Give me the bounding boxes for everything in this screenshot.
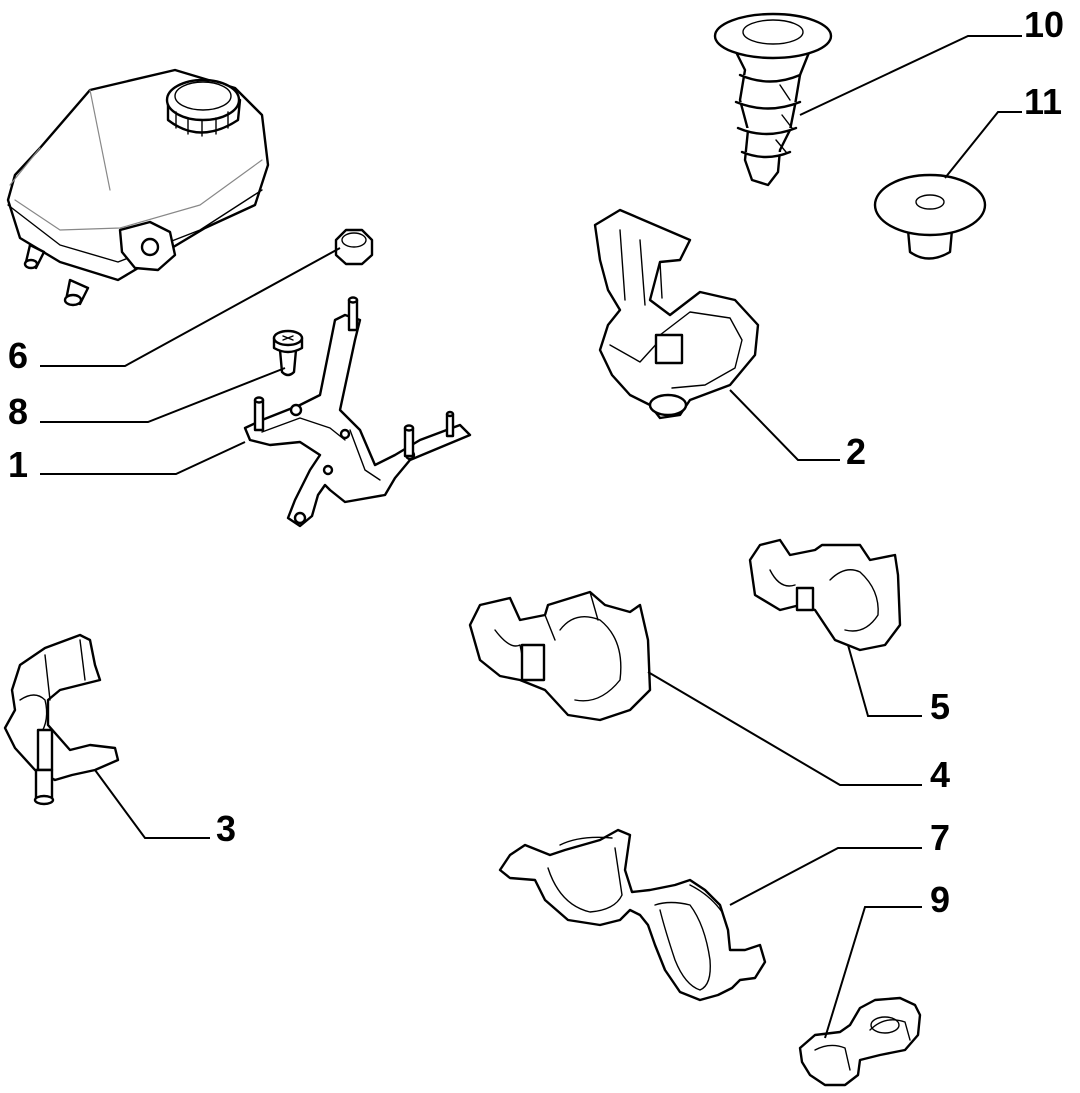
double-hose-clip-small — [748, 538, 902, 652]
leader-line-4 — [647, 671, 922, 786]
leader-lines — [40, 35, 1022, 1039]
leader-line-6 — [40, 247, 341, 367]
leader-line-9 — [824, 906, 922, 1039]
hose-clip-large — [593, 208, 760, 420]
callout-7: 7 — [930, 817, 950, 858]
dual-loop-hose-clip — [498, 828, 767, 1002]
rubber-grommet — [873, 173, 987, 260]
hose-clip-small — [3, 633, 120, 806]
mounting-bracket — [243, 296, 472, 528]
leader-line-5 — [847, 644, 922, 717]
callout-labels: 6 8 1 2 10 11 3 4 5 7 9 — [8, 4, 1064, 920]
fluid-reservoir — [6, 68, 270, 307]
callout-8: 8 — [8, 391, 28, 432]
leader-line-1 — [40, 441, 246, 475]
callout-5: 5 — [930, 686, 950, 727]
callout-4: 4 — [930, 754, 950, 795]
leader-line-7 — [729, 847, 922, 906]
callout-1: 1 — [8, 444, 28, 485]
callout-11: 11 — [1024, 81, 1062, 122]
leader-line-10 — [799, 35, 1022, 116]
callout-10: 10 — [1024, 4, 1064, 45]
callout-2: 2 — [846, 431, 866, 472]
bolt — [272, 329, 304, 377]
double-hose-clip — [468, 590, 652, 722]
callout-6: 6 — [8, 335, 28, 376]
leader-line-3 — [94, 769, 210, 839]
callout-9: 9 — [930, 879, 950, 920]
callout-3: 3 — [216, 808, 236, 849]
leader-line-8 — [40, 367, 286, 423]
hose-retaining-clip — [798, 996, 922, 1087]
leader-line-2 — [729, 389, 840, 461]
hex-nut — [334, 228, 374, 266]
leader-line-11 — [944, 111, 1022, 179]
push-rivet-fastener — [713, 12, 833, 187]
